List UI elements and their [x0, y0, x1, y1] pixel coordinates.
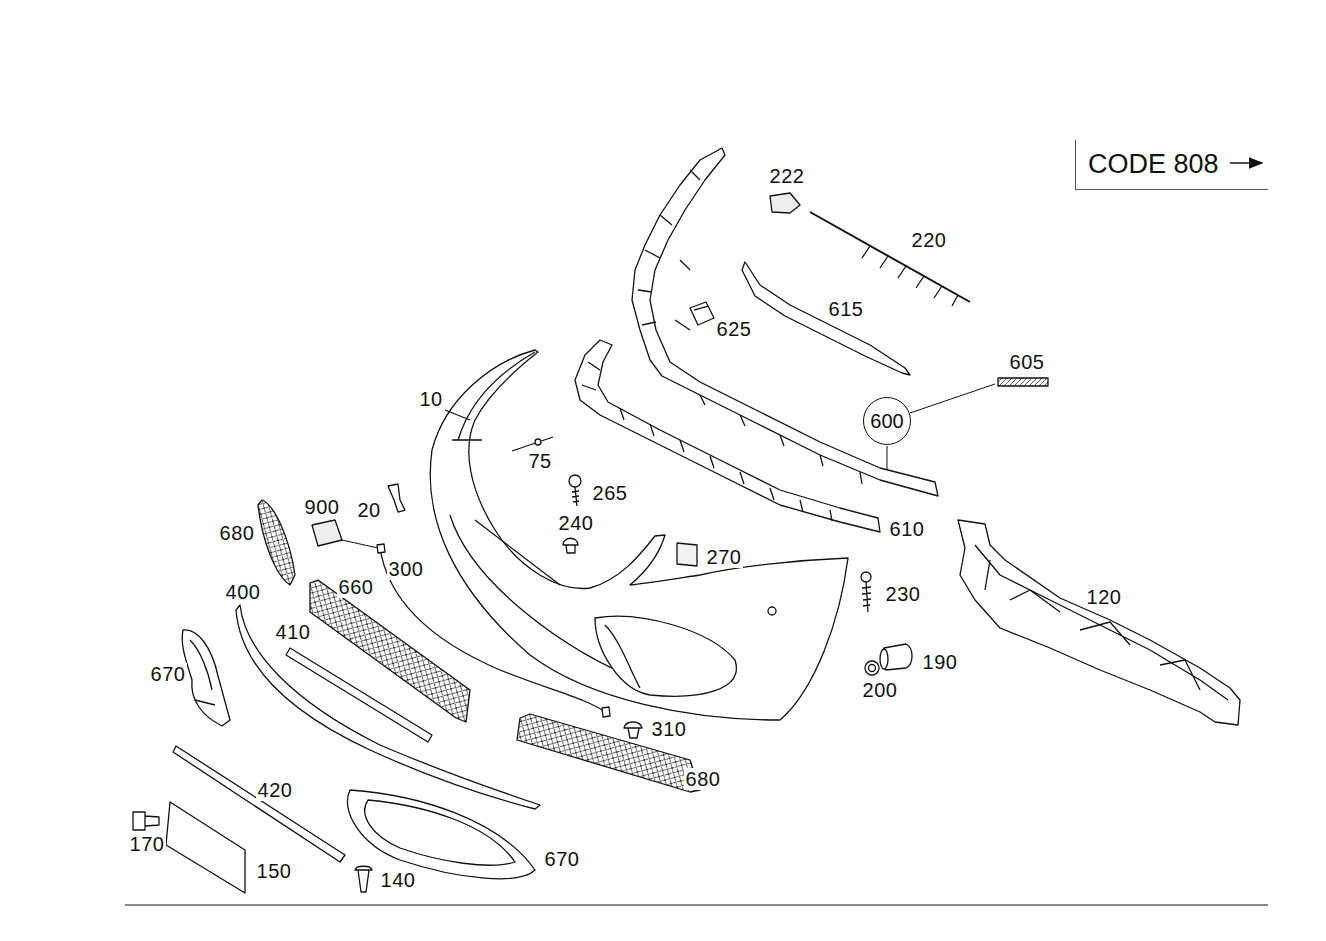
sensor-ring-inner [869, 665, 876, 672]
callout-number: 420 [256, 779, 295, 801]
callout-number: 610 [888, 518, 927, 540]
callout-number: 240 [557, 512, 596, 534]
absorber-detail [975, 545, 1228, 700]
code-arrow [1230, 162, 1262, 164]
page-rule [125, 905, 1268, 906]
bolt [133, 812, 159, 830]
wire-harness [810, 212, 970, 302]
callout-number: 680 [218, 522, 257, 544]
strip-605 [998, 378, 1048, 386]
bezel-detail [190, 640, 215, 705]
screw-head [861, 572, 871, 582]
trim-strip [742, 262, 910, 375]
trim-strip [236, 605, 540, 809]
clip-310 [624, 722, 642, 738]
pin [512, 437, 553, 451]
callout-number: 200 [861, 679, 900, 701]
clip-140 [355, 866, 372, 892]
grille-insert [258, 500, 295, 585]
callout-circle: 600 [863, 397, 911, 445]
callout-number: 670 [149, 663, 188, 685]
foglight-detail [605, 625, 640, 688]
wire-branches [862, 246, 958, 306]
callout-number: 10 [417, 388, 444, 410]
callout-number: 230 [884, 583, 923, 605]
callout-number: 300 [387, 558, 426, 580]
callout-number: 680 [684, 768, 723, 790]
harness-clip [377, 544, 610, 717]
callout-number: 265 [591, 482, 630, 504]
callout-number: 222 [768, 165, 807, 187]
clip-240 [563, 538, 578, 553]
bumper-bracket [575, 340, 880, 532]
bumper-cover [430, 350, 848, 720]
screw-shaft [862, 582, 871, 612]
bezel [347, 790, 535, 879]
callout-number: 605 [1008, 351, 1047, 373]
trim-strip [286, 648, 432, 742]
callout-number: 170 [128, 833, 167, 855]
node-text: CODE 808 [1088, 149, 1268, 180]
code-box: CODE 808 [1075, 140, 1268, 190]
pad-270 [677, 543, 697, 566]
callout-number: 20 [355, 499, 382, 521]
foglight-opening [595, 616, 736, 696]
pin-head [535, 439, 541, 445]
connector-222 [770, 193, 800, 213]
screw-shaft [572, 487, 579, 506]
callout-number: 410 [274, 621, 313, 643]
bracket-20 [388, 484, 405, 512]
screw-head [569, 475, 581, 487]
callout-number: 150 [255, 860, 294, 882]
bezel [182, 630, 230, 726]
sensor-hole [768, 607, 776, 615]
callout-number: 190 [921, 651, 960, 673]
center-grille [310, 580, 470, 722]
license-plate-base [166, 802, 245, 893]
callout-number: 270 [705, 546, 744, 568]
callout-number: 400 [224, 581, 263, 603]
sensor-face [880, 649, 888, 669]
callout-number: 75 [526, 450, 553, 472]
clip-625 [690, 302, 714, 325]
callout-number: 900 [303, 496, 342, 518]
energy-absorber [958, 520, 1240, 725]
tag-900 [312, 520, 342, 546]
bracket-detail [582, 362, 832, 521]
callout-number: 220 [910, 229, 949, 251]
callout-number: 310 [650, 718, 689, 740]
callout-number: 120 [1085, 586, 1124, 608]
callout-number: 615 [827, 298, 866, 320]
callout-number: 660 [337, 576, 376, 598]
node-text: 600 [870, 409, 903, 433]
callout-number: 670 [543, 848, 582, 870]
tag-line [342, 540, 378, 548]
grille-insert [517, 714, 700, 792]
sensor-ring [865, 661, 879, 675]
callout-number: 140 [379, 869, 418, 891]
callout-number: 625 [715, 318, 754, 340]
